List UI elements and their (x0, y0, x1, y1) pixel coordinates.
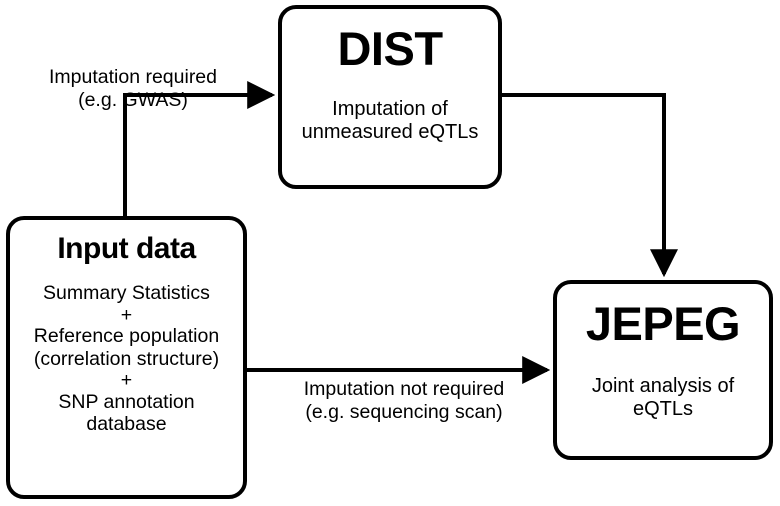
node-dist-subtitle: Imputation of unmeasured eQTLs (302, 98, 479, 144)
edge-label-imputation-required-line-1: Imputation required (48, 66, 218, 88)
input-plus-separator-1: + (120, 303, 133, 326)
edge-label-imputation-required: Imputation required (e.g. GWAS) (33, 66, 233, 113)
node-jepeg: JEPEG Joint analysis of eQTLs (553, 280, 773, 460)
input-plus-separator-2: + (120, 369, 133, 392)
input-item-reference-population: Reference population (33, 325, 220, 348)
node-jepeg-subtitle-line-2: eQTLs (632, 398, 693, 421)
input-item-summary-statistics: Summary Statistics (43, 282, 210, 304)
edge-label-imputation-not-required: Imputation not required (e.g. sequencing… (272, 378, 536, 425)
edge-label-imputation-not-required-line-2: (e.g. sequencing scan) (305, 401, 503, 424)
node-jepeg-subtitle-line-1: Joint analysis of (591, 375, 735, 397)
connector-input-to-dist (123, 81, 276, 218)
input-item-database: database (86, 413, 167, 436)
node-dist-subtitle-line-2: unmeasured eQTLs (301, 121, 479, 144)
node-jepeg-title: JEPEG (585, 297, 741, 350)
input-item-snp-annotation: SNP annotation (58, 390, 195, 413)
node-dist-title: DIST (337, 22, 443, 75)
node-dist-subtitle-line-1: Imputation of (332, 98, 448, 120)
node-dist: DIST Imputation of unmeasured eQTLs (278, 5, 502, 189)
connector-dist-to-jepeg (502, 93, 678, 278)
node-input-data-contents: Summary Statistics + Reference populatio… (34, 282, 219, 436)
edge-label-imputation-required-line-2: (e.g. GWAS) (78, 89, 188, 112)
edge-label-imputation-not-required-line-1: Imputation not required (303, 378, 505, 400)
input-item-correlation-structure: (correlation structure) (33, 347, 220, 370)
node-input-data: Input data Summary Statistics + Referenc… (6, 216, 247, 499)
node-jepeg-subtitle: Joint analysis of eQTLs (592, 375, 734, 421)
node-input-data-title: Input data (57, 232, 196, 265)
